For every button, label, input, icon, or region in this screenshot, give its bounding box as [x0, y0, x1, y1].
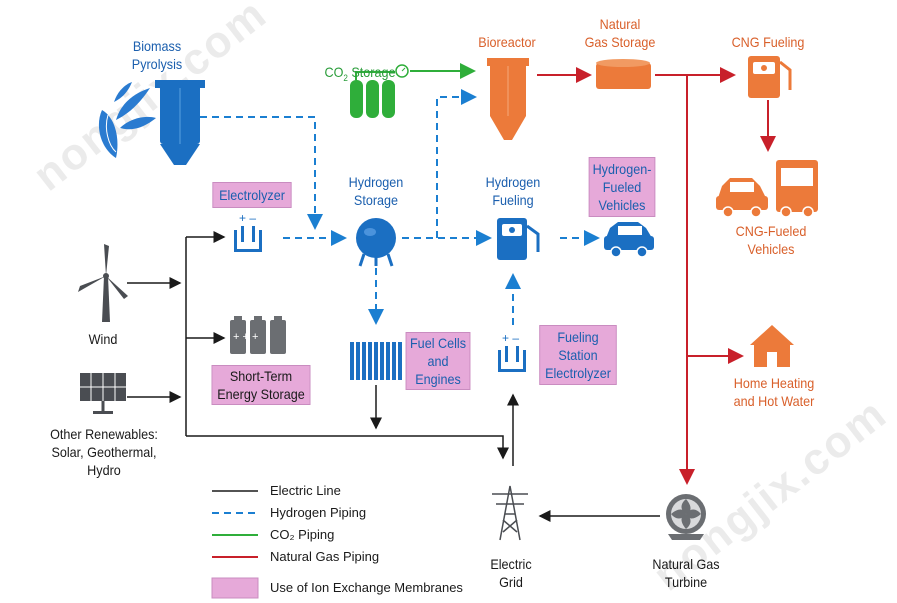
gas-turbine-icon	[666, 494, 706, 540]
wind-turbine-icon	[78, 244, 128, 322]
electric-lines	[127, 231, 660, 522]
short-term-storage-label: Short-Term Energy Storage	[211, 365, 311, 405]
station-electrolyzer-icon: + –	[498, 331, 526, 372]
corn-icon	[98, 82, 156, 158]
cng-car-icon	[716, 178, 768, 218]
legend-hydrogen-piping: Hydrogen Piping	[270, 505, 367, 520]
natural-gas-storage-label: Natural Gas Storage	[584, 16, 656, 50]
biomass-pyrolysis-label: Biomass Pyrolysis	[131, 38, 183, 72]
legend-natural-gas-piping: Natural Gas Piping	[270, 549, 380, 564]
fueling-station-electrolyzer-label: Fueling Station Electrolyzer	[539, 325, 617, 385]
hydrogen-fueling-label: Hydrogen Fueling	[485, 174, 541, 208]
solar-panel-icon	[80, 373, 126, 414]
home-heating-label: Home Heating and Hot Water	[733, 375, 815, 409]
svg-text:+ + +: + + +	[233, 331, 258, 343]
co2-tanks-icon	[350, 64, 409, 118]
cng-truck-icon	[776, 160, 818, 218]
cng-vehicles-label: CNG-Fueled Vehicles	[735, 223, 807, 257]
co2-storage-subscript: 2	[343, 72, 348, 83]
legend-swatches	[211, 490, 259, 599]
fuel-cells-label: Fuel Cells and Engines	[405, 332, 471, 390]
electrolyzer-label: Electrolyzer	[212, 182, 292, 208]
other-renewables-label: Other Renewables: Solar, Geothermal, Hyd…	[50, 426, 158, 478]
wind-label: Wind	[88, 331, 118, 347]
bioreactor-icon	[487, 58, 529, 140]
natural-gas-turbine-label: Natural Gas Turbine	[652, 556, 720, 590]
home-icon	[750, 325, 794, 367]
svg-text:+ –: + –	[502, 331, 519, 345]
cng-fuel-pump-icon	[748, 56, 792, 98]
cng-fueling-label: CNG Fueling	[731, 34, 805, 50]
electrolyzer-icon: + –	[234, 211, 262, 252]
bioreactor-label: Bioreactor	[478, 34, 536, 50]
electric-grid-label: Electric Grid	[490, 556, 532, 590]
legend-membranes: Use of Ion Exchange Membranes	[270, 580, 463, 595]
co2-storage-prefix: CO	[324, 64, 344, 80]
hydrogen-storage-label: Hydrogen Storage	[348, 174, 404, 208]
svg-text:+ –: + –	[239, 211, 256, 225]
pyrolysis-reactor-icon	[155, 80, 205, 165]
gas-storage-tank-icon	[596, 59, 651, 89]
batteries-icon: + + +	[230, 316, 286, 354]
co2-storage-suffix: Storage	[347, 64, 396, 80]
legend-electric-line: Electric Line	[270, 483, 341, 498]
legend-co2-piping: CO₂ Piping	[270, 527, 335, 542]
co2-storage-label: CO2 Storage	[315, 45, 405, 87]
fuel-cell-stack-icon	[350, 342, 402, 380]
natural-gas-pipes	[537, 67, 776, 485]
hydrogen-vehicles-label: Hydrogen- Fueled Vehicles	[588, 157, 656, 217]
transmission-tower-icon	[492, 485, 528, 541]
hydrogen-fuel-pump-icon	[497, 218, 540, 260]
hydrogen-sphere-tank-icon	[356, 218, 396, 267]
hydrogen-car-icon	[604, 222, 654, 258]
hydrogen-pipes	[200, 89, 600, 325]
